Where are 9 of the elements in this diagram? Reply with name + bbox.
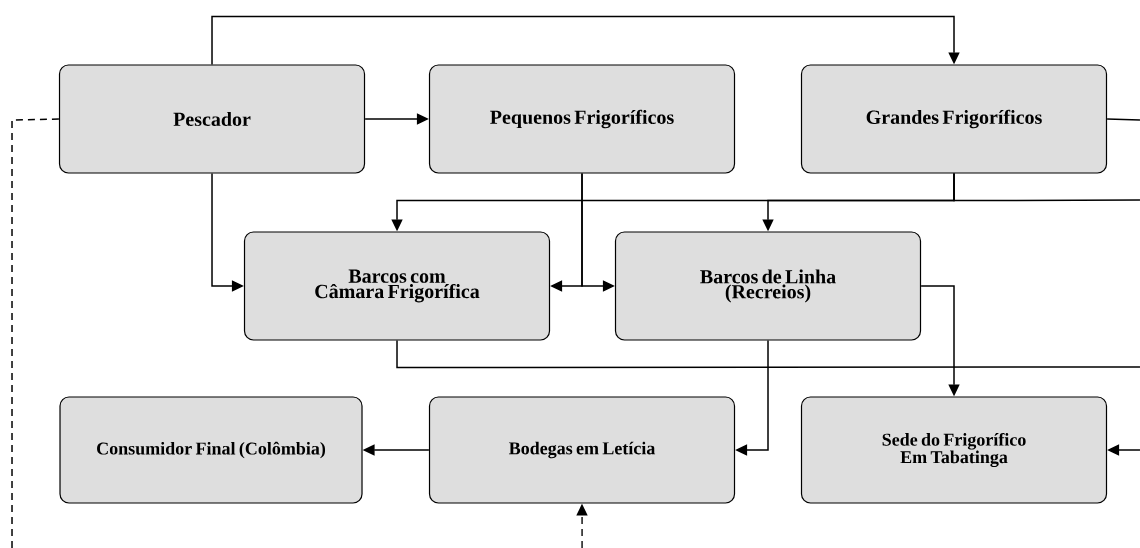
process-box: Consumidor Final (Colômbia) bbox=[59, 396, 363, 504]
arrow bbox=[211, 15, 960, 66]
process-box: Pescador bbox=[58, 64, 366, 174]
process-box: Bodegas em Letícia bbox=[428, 396, 736, 504]
process-box: Barcos de Linha (Recreios) bbox=[614, 231, 922, 341]
process-box: Pequenos Frigoríficos bbox=[428, 64, 736, 174]
process-box: Grandes Frigoríficos bbox=[800, 64, 1108, 174]
process-box: Barcos com Câmara Frigorífica bbox=[243, 231, 551, 341]
process-box: Sede do Frigorífico Em Tabatinga bbox=[800, 396, 1108, 504]
